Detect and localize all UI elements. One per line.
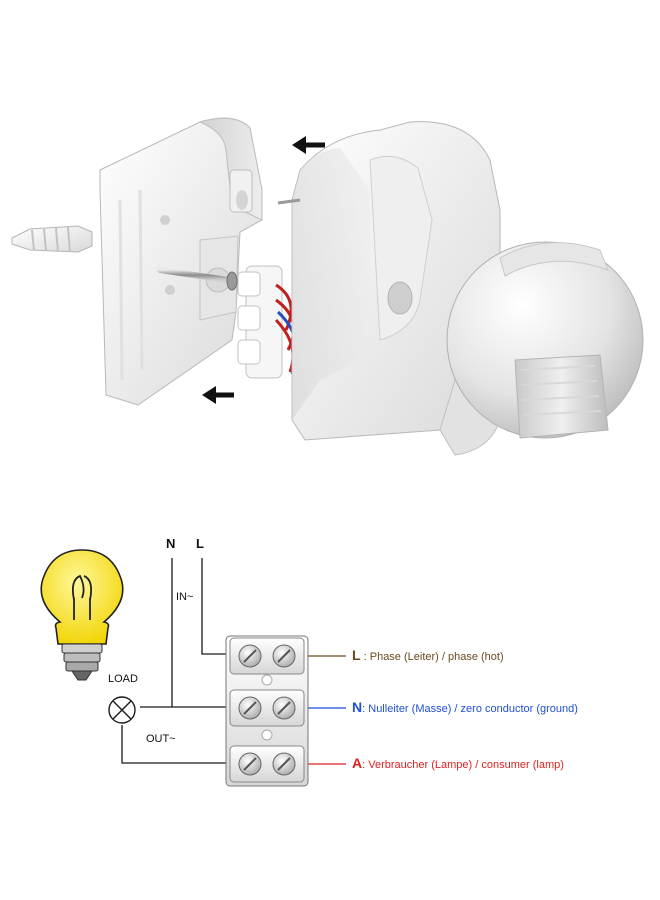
terminal-block-diagram — [225, 635, 309, 787]
wires — [121, 558, 232, 764]
input-label-l: L — [196, 536, 204, 551]
terminal-row-n — [229, 689, 305, 727]
legend-sep-n: : — [362, 703, 368, 715]
legend-entry-l: L : Phase (Leiter) / phase (hot) — [352, 647, 504, 663]
legend-letter-l: L — [352, 647, 361, 663]
wire-load-to-output — [121, 725, 232, 764]
wall-plug — [11, 225, 93, 253]
input-label-in: IN~ — [176, 591, 193, 603]
assembly-arrow-top — [292, 136, 325, 154]
assembly-arrow-bottom — [202, 386, 234, 404]
legend-sep-l: : — [361, 651, 370, 663]
terminal-row-l — [229, 637, 305, 675]
legend-sep-a: : — [362, 759, 368, 771]
product-illustration — [11, 117, 644, 456]
input-label-n: N — [166, 536, 175, 551]
load-label: LOAD — [108, 673, 138, 685]
legend-text-n: Nulleiter (Masse) / zero conductor (grou… — [368, 703, 578, 715]
pir-sensor-dome — [446, 241, 644, 439]
output-label: OUT~ — [146, 733, 176, 745]
legend-letter-n: N — [352, 699, 362, 715]
terminal-block — [237, 265, 299, 379]
light-bulb-icon — [40, 549, 124, 681]
lamp-symbol-icon — [108, 696, 136, 724]
wire-l-input — [201, 558, 232, 655]
screw — [157, 267, 238, 291]
legend-entry-a: A: Verbraucher (Lampe) / consumer (lamp) — [352, 755, 564, 771]
legend-text-l: Phase (Leiter) / phase (hot) — [370, 651, 504, 663]
terminal-row-a — [229, 745, 305, 783]
sensor-housing — [277, 121, 503, 456]
mounting-base — [99, 117, 263, 406]
wiring-diagram: N L IN~ LOAD OUT~ — [40, 536, 578, 787]
legend-text-a: Verbraucher (Lampe) / consumer (lamp) — [368, 759, 564, 771]
legend-entry-n: N: Nulleiter (Masse) / zero conductor (g… — [352, 699, 578, 715]
legend-letter-a: A — [352, 755, 362, 771]
